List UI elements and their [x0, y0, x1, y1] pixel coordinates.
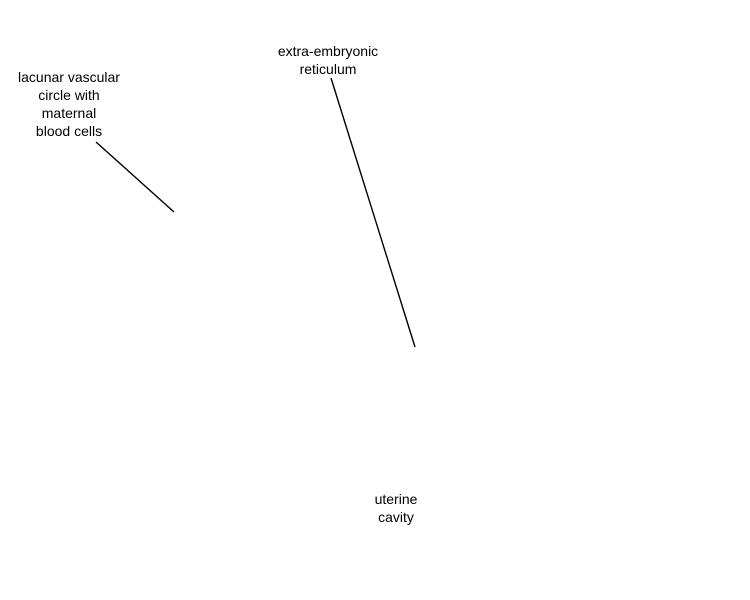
leader-line-extra-embryonic: [330, 77, 416, 348]
leader-line-lacunar: [95, 141, 175, 213]
label-line: maternal: [41, 105, 97, 121]
label-line: cavity: [378, 509, 414, 525]
label-lacunar-vascular-circle: lacunar vascular circle with maternal bl…: [9, 68, 129, 140]
label-line: extra-embryonic: [277, 43, 379, 59]
label-line: lacunar vascular: [18, 69, 120, 85]
label-extra-embryonic-reticulum: extra-embryonic reticulum: [258, 42, 398, 78]
label-line: reticulum: [299, 61, 357, 77]
label-uterine-cavity: uterine cavity: [356, 490, 436, 526]
label-line: blood cells: [35, 123, 103, 139]
label-line: uterine: [374, 491, 418, 507]
label-line: circle with: [38, 87, 100, 103]
